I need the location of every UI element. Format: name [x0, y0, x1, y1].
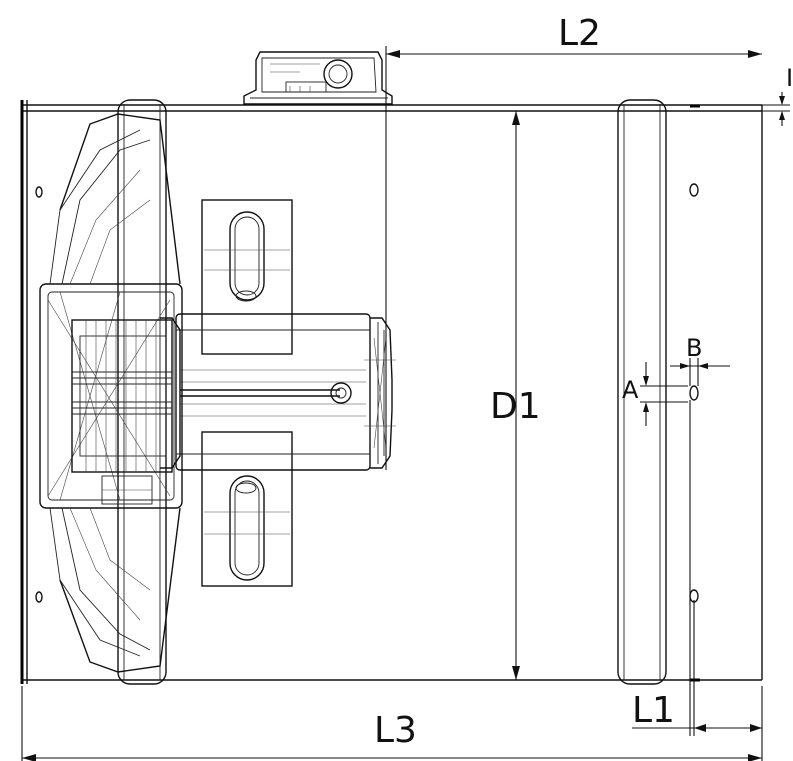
label-l1: L1 — [632, 690, 675, 731]
terminal-box — [243, 51, 393, 105]
dimension-l1 — [632, 400, 762, 736]
motor — [175, 313, 396, 471]
dimension-d1 — [512, 111, 520, 680]
dimension-a — [640, 362, 688, 426]
dimension-l2 — [385, 46, 762, 470]
dimension-i — [762, 92, 790, 126]
label-b: B — [686, 334, 702, 362]
right-flange-ring — [617, 99, 667, 685]
duct-casing — [20, 100, 763, 684]
fan-impeller — [39, 113, 183, 673]
label-i: I — [786, 64, 793, 92]
side-holes — [35, 104, 700, 682]
label-d1: D1 — [490, 386, 541, 427]
mounting-bracket-bottom — [201, 431, 293, 587]
mounting-bracket-top — [201, 199, 293, 355]
dimension-b — [670, 358, 730, 386]
label-l3: L3 — [374, 710, 417, 751]
label-l2: L2 — [558, 13, 601, 54]
label-a: A — [622, 376, 639, 404]
dimension-l3 — [21, 686, 763, 761]
left-flange-ring — [117, 99, 167, 685]
